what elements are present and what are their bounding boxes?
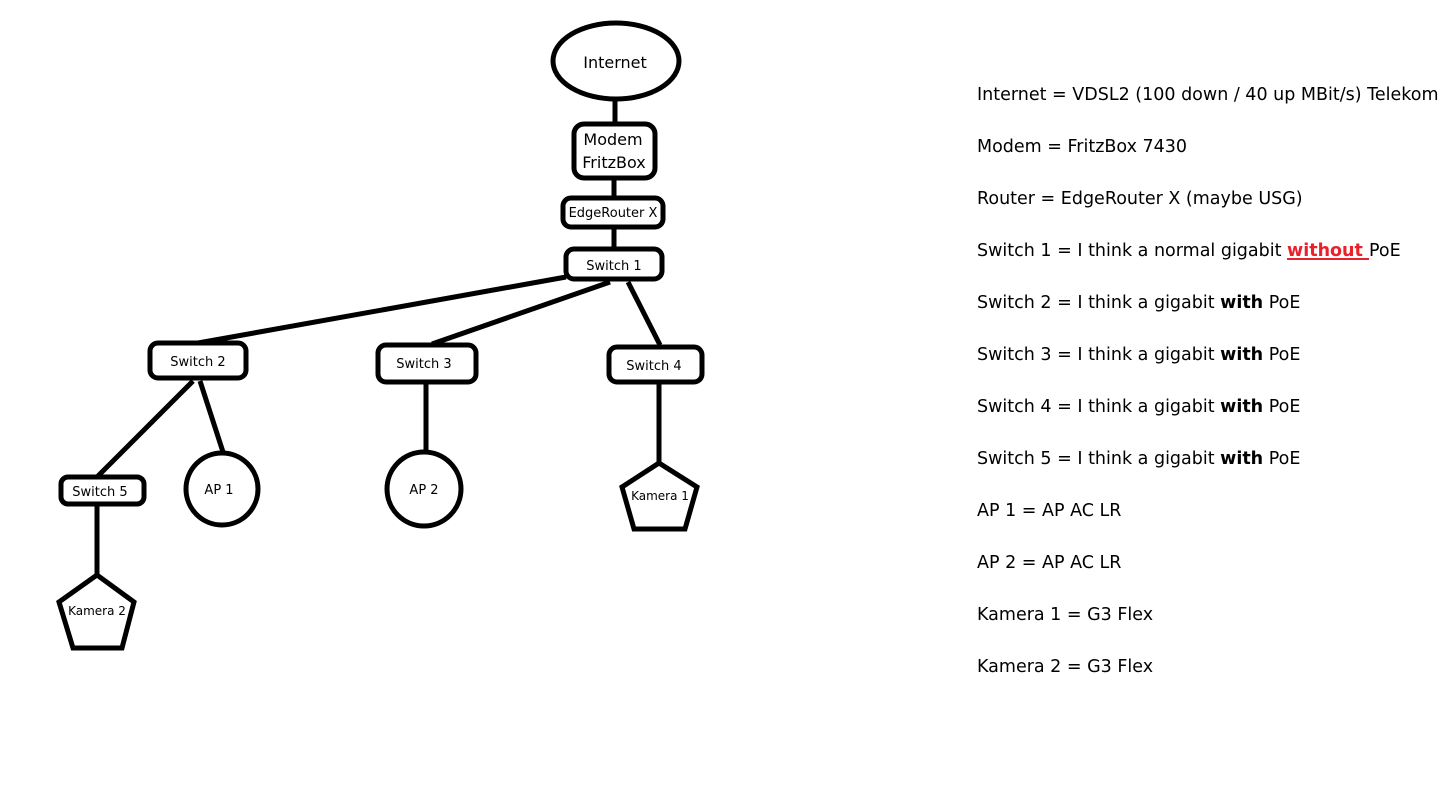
node-label: Kamera 1 xyxy=(631,489,689,503)
node-switch2: Switch 2 xyxy=(147,340,249,381)
legend-emphasis-with: with xyxy=(1220,293,1264,313)
legend-text: Switch 1 = I think a normal gigabit xyxy=(977,241,1288,261)
node-label: Switch 5 xyxy=(72,485,127,500)
edge-switch1-switch3 xyxy=(431,279,611,347)
legend-text: Switch 4 = I think a gigabit xyxy=(977,397,1221,417)
node-label: Switch 3 xyxy=(396,357,451,372)
legend-row-router: Router = EdgeRouter X (maybe USG) xyxy=(977,188,1439,240)
legend-row-ap2: AP 2 = AP AC LR xyxy=(977,552,1439,604)
legend-text: Switch 3 = I think a gigabit xyxy=(977,345,1221,365)
node-kamera1: Kamera 1 xyxy=(619,460,700,532)
node-switch3: Switch 3 xyxy=(375,342,479,385)
legend-text: Switch 2 = I think a gigabit xyxy=(977,293,1221,313)
legend-emphasis-with: with xyxy=(1220,449,1264,469)
legend-text: Modem = FritzBox 7430 xyxy=(977,137,1188,157)
node-internet: Internet xyxy=(550,20,682,102)
legend-text: PoE xyxy=(1263,345,1301,365)
node-label: Internet xyxy=(583,53,647,72)
legend-text: AP 1 = AP AC LR xyxy=(977,501,1122,521)
node-label: Switch 4 xyxy=(626,359,681,374)
network-diagram: Internet Modem FritzBox EdgeRouter X Swi… xyxy=(56,20,705,651)
node-kamera2: Kamera 2 xyxy=(56,571,137,651)
node-ap2: AP 2 xyxy=(384,449,464,529)
legend-row-switch5: Switch 5 = I think a gigabit with PoE xyxy=(977,448,1439,500)
legend-row-switch4: Switch 4 = I think a gigabit with PoE xyxy=(977,396,1439,448)
node-ap1: AP 1 xyxy=(183,450,261,528)
legend-text: Router = EdgeRouter X (maybe USG) xyxy=(977,189,1303,209)
node-label: EdgeRouter X xyxy=(569,206,658,221)
node-label: AP 1 xyxy=(204,483,233,498)
legend-text: PoE xyxy=(1263,449,1301,469)
legend-row-switch1: Switch 1 = I think a normal gigabit with… xyxy=(977,240,1439,292)
node-label-line2: FritzBox xyxy=(582,153,645,172)
legend-row-switch2: Switch 2 = I think a gigabit with PoE xyxy=(977,292,1439,344)
node-label: Switch 1 xyxy=(586,259,641,274)
node-label: Switch 2 xyxy=(170,355,225,370)
legend-row-internet: Internet = VDSL2 (100 down / 40 up MBit/… xyxy=(977,84,1439,136)
edge-switch1-switch2 xyxy=(197,274,567,346)
legend-text: Switch 5 = I think a gigabit xyxy=(977,449,1221,469)
legend-text: PoE xyxy=(1263,293,1301,313)
legend-emphasis-with: with xyxy=(1220,345,1264,365)
legend-text: Kamera 1 = G3 Flex xyxy=(977,605,1154,625)
legend-row-ap1: AP 1 = AP AC LR xyxy=(977,500,1439,552)
legend-text: PoE xyxy=(1368,241,1401,261)
node-label: AP 2 xyxy=(409,483,438,498)
edge-switch1-switch4 xyxy=(625,280,663,347)
edge-switch2-switch5 xyxy=(96,379,195,478)
node-router: EdgeRouter X xyxy=(560,195,666,230)
edge-switch2-ap1 xyxy=(197,380,226,453)
legend-row-modem: Modem = FritzBox 7430 xyxy=(977,136,1439,188)
legend-row-kamera1: Kamera 1 = G3 Flex xyxy=(977,604,1439,656)
legend-emphasis-without: without xyxy=(1287,241,1369,261)
node-label: Kamera 2 xyxy=(68,604,126,618)
legend-text: Internet = VDSL2 (100 down / 40 up MBit/… xyxy=(977,85,1439,105)
legend-row-kamera2: Kamera 2 = G3 Flex xyxy=(977,656,1439,708)
device-legend: Internet = VDSL2 (100 down / 40 up MBit/… xyxy=(977,84,1439,708)
edges xyxy=(94,100,663,575)
legend-row-switch3: Switch 3 = I think a gigabit with PoE xyxy=(977,344,1439,396)
legend-emphasis-with: with xyxy=(1220,397,1264,417)
legend-text: AP 2 = AP AC LR xyxy=(977,553,1122,573)
legend-text: Kamera 2 = G3 Flex xyxy=(977,657,1154,677)
legend-text: PoE xyxy=(1263,397,1301,417)
node-label-line1: Modem xyxy=(583,130,642,149)
node-switch4: Switch 4 xyxy=(606,344,705,385)
node-switch5: Switch 5 xyxy=(58,474,147,507)
node-modem: Modem FritzBox xyxy=(571,121,658,181)
node-switch1: Switch 1 xyxy=(563,246,665,282)
